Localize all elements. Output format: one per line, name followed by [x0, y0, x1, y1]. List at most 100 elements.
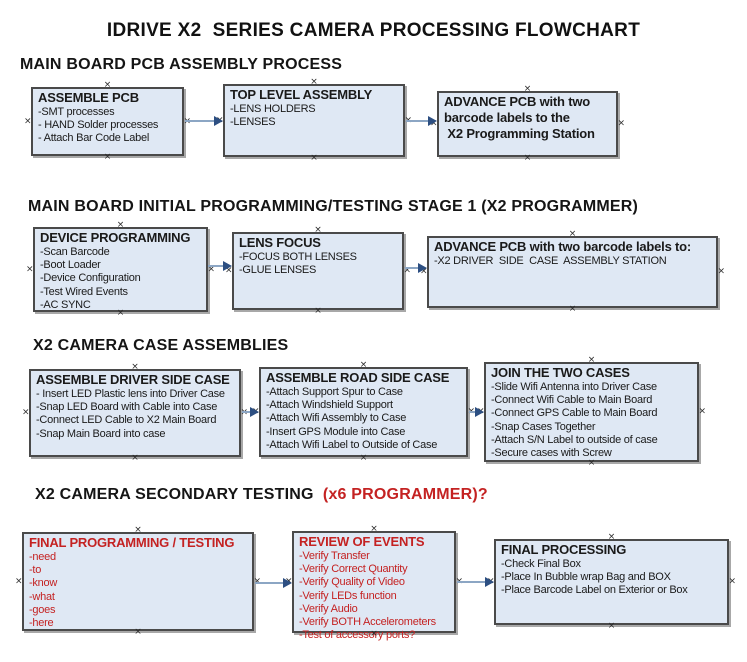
box-step: -to	[29, 564, 42, 577]
process-box-final-processing[interactable]: × × × × FINAL PROCESSING -Check Final Bo…	[487, 533, 736, 631]
box-step: -SMT processes	[38, 106, 115, 118]
box-step: -Verify BOTH Accelerometers	[299, 616, 436, 629]
process-box-final-programming-testing[interactable]: × × × × FINAL PROGRAMMING / TESTING -nee…	[15, 526, 261, 637]
box-step: - Insert LED Plastic lens into Driver Ca…	[36, 388, 225, 400]
anchor-marker-icon: ×	[134, 627, 142, 637]
arrow-head-icon	[223, 261, 232, 271]
arrow-shaft	[405, 267, 421, 269]
anchor-marker-icon: ×	[359, 453, 368, 463]
box-step: -AC SYNC	[40, 298, 91, 311]
box-step: -Verify Correct Quantity	[299, 563, 408, 576]
anchor-marker-icon: ×	[607, 621, 616, 631]
section-heading-secondary-testing-black: X2 CAMERA SECONDARY TESTING	[35, 486, 319, 503]
anchor-marker-icon: ×	[310, 77, 318, 87]
arrow-shaft	[469, 411, 478, 413]
box-title: ADVANCE PCB with two barcode labels to t…	[444, 94, 595, 141]
process-box-advance-pcb-programming-station[interactable]: × × × × ADVANCE PCB with two barcode lab…	[430, 85, 625, 163]
anchor-marker-icon: ×	[103, 152, 112, 162]
box-step: -Connect Wifi Cable to Main Board	[491, 394, 653, 407]
anchor-marker-icon: ×	[134, 525, 142, 535]
box-step: -know	[29, 577, 58, 590]
anchor-marker-icon: ×	[24, 116, 32, 126]
process-box-review-of-events[interactable]: × × × × REVIEW OF EVENTS -Verify Transfe…	[285, 525, 463, 642]
anchor-marker-icon: ×	[15, 576, 23, 586]
anchor-marker-icon: ×	[523, 153, 532, 163]
anchor-marker-icon: ×	[587, 355, 596, 365]
box-step: -Place Barcode Label on Exterior or Box	[501, 584, 688, 597]
arrow-shaft	[406, 120, 431, 122]
arrow-head-icon	[475, 407, 484, 417]
box-step: -X2 DRIVER SIDE CASE ASSEMBLY STATION	[434, 255, 667, 267]
box-step: -what	[29, 590, 55, 603]
anchor-marker-icon: ×	[607, 532, 616, 542]
page-title: IDRIVE X2 SERIES CAMERA PROCESSING FLOWC…	[106, 20, 641, 41]
anchor-marker-icon: ×	[116, 220, 125, 230]
process-box-assemble-driver-side-case[interactable]: × × × × ASSEMBLE DRIVER SIDE CASE - Inse…	[22, 363, 248, 463]
box-step: -LENSES	[230, 116, 276, 129]
anchor-marker-icon: ×	[717, 266, 725, 277]
box-title: REVIEW OF EVENTS	[299, 534, 425, 549]
box-step: -Snap LED Board with Cable into Case	[36, 401, 218, 414]
section-heading-secondary-testing-red: (x6 PROGRAMMER)?	[318, 486, 488, 503]
flow-arrow	[242, 407, 259, 417]
process-box-assemble-road-side-case[interactable]: × × × × ASSEMBLE ROAD SIDE CASE -Attach …	[252, 361, 475, 463]
anchor-marker-icon: ×	[310, 153, 318, 163]
box-step: -Snap Main Board into case	[36, 427, 166, 440]
process-box-device-programming[interactable]: × × × × DEVICE PROGRAMMING -Scan Barcode…	[26, 221, 215, 318]
box-step: -Scan Barcode	[40, 246, 110, 258]
anchor-marker-icon: ×	[728, 576, 736, 587]
anchor-marker-icon: ×	[359, 360, 368, 370]
arrow-shaft	[185, 120, 217, 122]
anchor-marker-icon: ×	[22, 407, 30, 418]
flow-arrow	[185, 116, 223, 126]
anchor-marker-icon: ×	[207, 264, 215, 274]
flow-arrow	[255, 578, 292, 588]
anchor-marker-icon: ×	[568, 304, 577, 314]
anchor-marker-icon: ×	[116, 308, 125, 318]
box-step: -Connect LED Cable to X2 Main Board	[36, 414, 217, 427]
process-box-top-level-assembly[interactable]: × × × × TOP LEVEL ASSEMBLY -LENS HOLDERS…	[216, 78, 412, 163]
box-step: -Verify LEDs function	[299, 589, 397, 602]
flow-arrow	[405, 263, 427, 273]
arrow-shaft	[208, 265, 226, 267]
box-step: -LENS HOLDERS	[230, 103, 316, 115]
arrow-head-icon	[283, 578, 292, 588]
arrow-head-icon	[485, 577, 494, 587]
box-title: JOIN THE TWO CASES	[491, 365, 630, 380]
box-step: -Verify Transfer	[299, 550, 370, 562]
process-box-assemble-pcb[interactable]: × × × × ASSEMBLE PCB -SMT processes - HA…	[24, 81, 191, 162]
box-step: -Check Final Box	[501, 558, 581, 570]
arrow-head-icon	[214, 116, 223, 126]
box-step: -Verify Audio	[299, 602, 358, 615]
process-box-advance-pcb-driver-side-station[interactable]: × × × × ADVANCE PCB with two barcode lab…	[420, 230, 725, 314]
anchor-marker-icon: ×	[314, 225, 322, 235]
flow-arrow	[457, 577, 494, 587]
box-step: -Boot Loader	[40, 259, 101, 272]
box-title: ASSEMBLE PCB	[38, 90, 139, 105]
box-step: -Snap Cases Together	[491, 420, 596, 433]
process-box-join-the-two-cases[interactable]: × × × × JOIN THE TWO CASES -Slide Wifi A…	[477, 356, 706, 468]
box-step: -here	[29, 617, 54, 630]
arrow-head-icon	[428, 116, 437, 126]
box-step: -need	[29, 551, 56, 563]
box-step: -Test of accessory ports?	[299, 629, 416, 642]
arrow-shaft	[255, 582, 286, 584]
anchor-marker-icon: ×	[403, 265, 411, 276]
box-step: -Connect GPS Cable to Main Board	[491, 407, 658, 420]
flow-arrow	[469, 407, 484, 417]
anchor-marker-icon: ×	[253, 576, 261, 586]
anchor-marker-icon: ×	[26, 264, 34, 274]
box-step: -FOCUS BOTH LENSES	[239, 251, 357, 263]
box-step: - HAND Solder processes	[38, 119, 159, 132]
box-title: DEVICE PROGRAMMING	[40, 230, 191, 245]
anchor-marker-icon: ×	[370, 524, 378, 534]
section-heading-pcb-assembly: MAIN BOARD PCB ASSEMBLY PROCESS	[20, 56, 343, 73]
anchor-marker-icon: ×	[617, 118, 625, 129]
anchor-marker-icon: ×	[131, 453, 139, 463]
box-step: -Attach Wifi Assembly to Case	[266, 412, 407, 425]
arrow-shaft	[242, 411, 253, 413]
process-box-lens-focus[interactable]: × × × × LENS FOCUS -FOCUS BOTH LENSES -G…	[225, 226, 411, 316]
box-title: FINAL PROCESSING	[501, 542, 627, 557]
box-step: -Device Configuration	[40, 272, 141, 285]
